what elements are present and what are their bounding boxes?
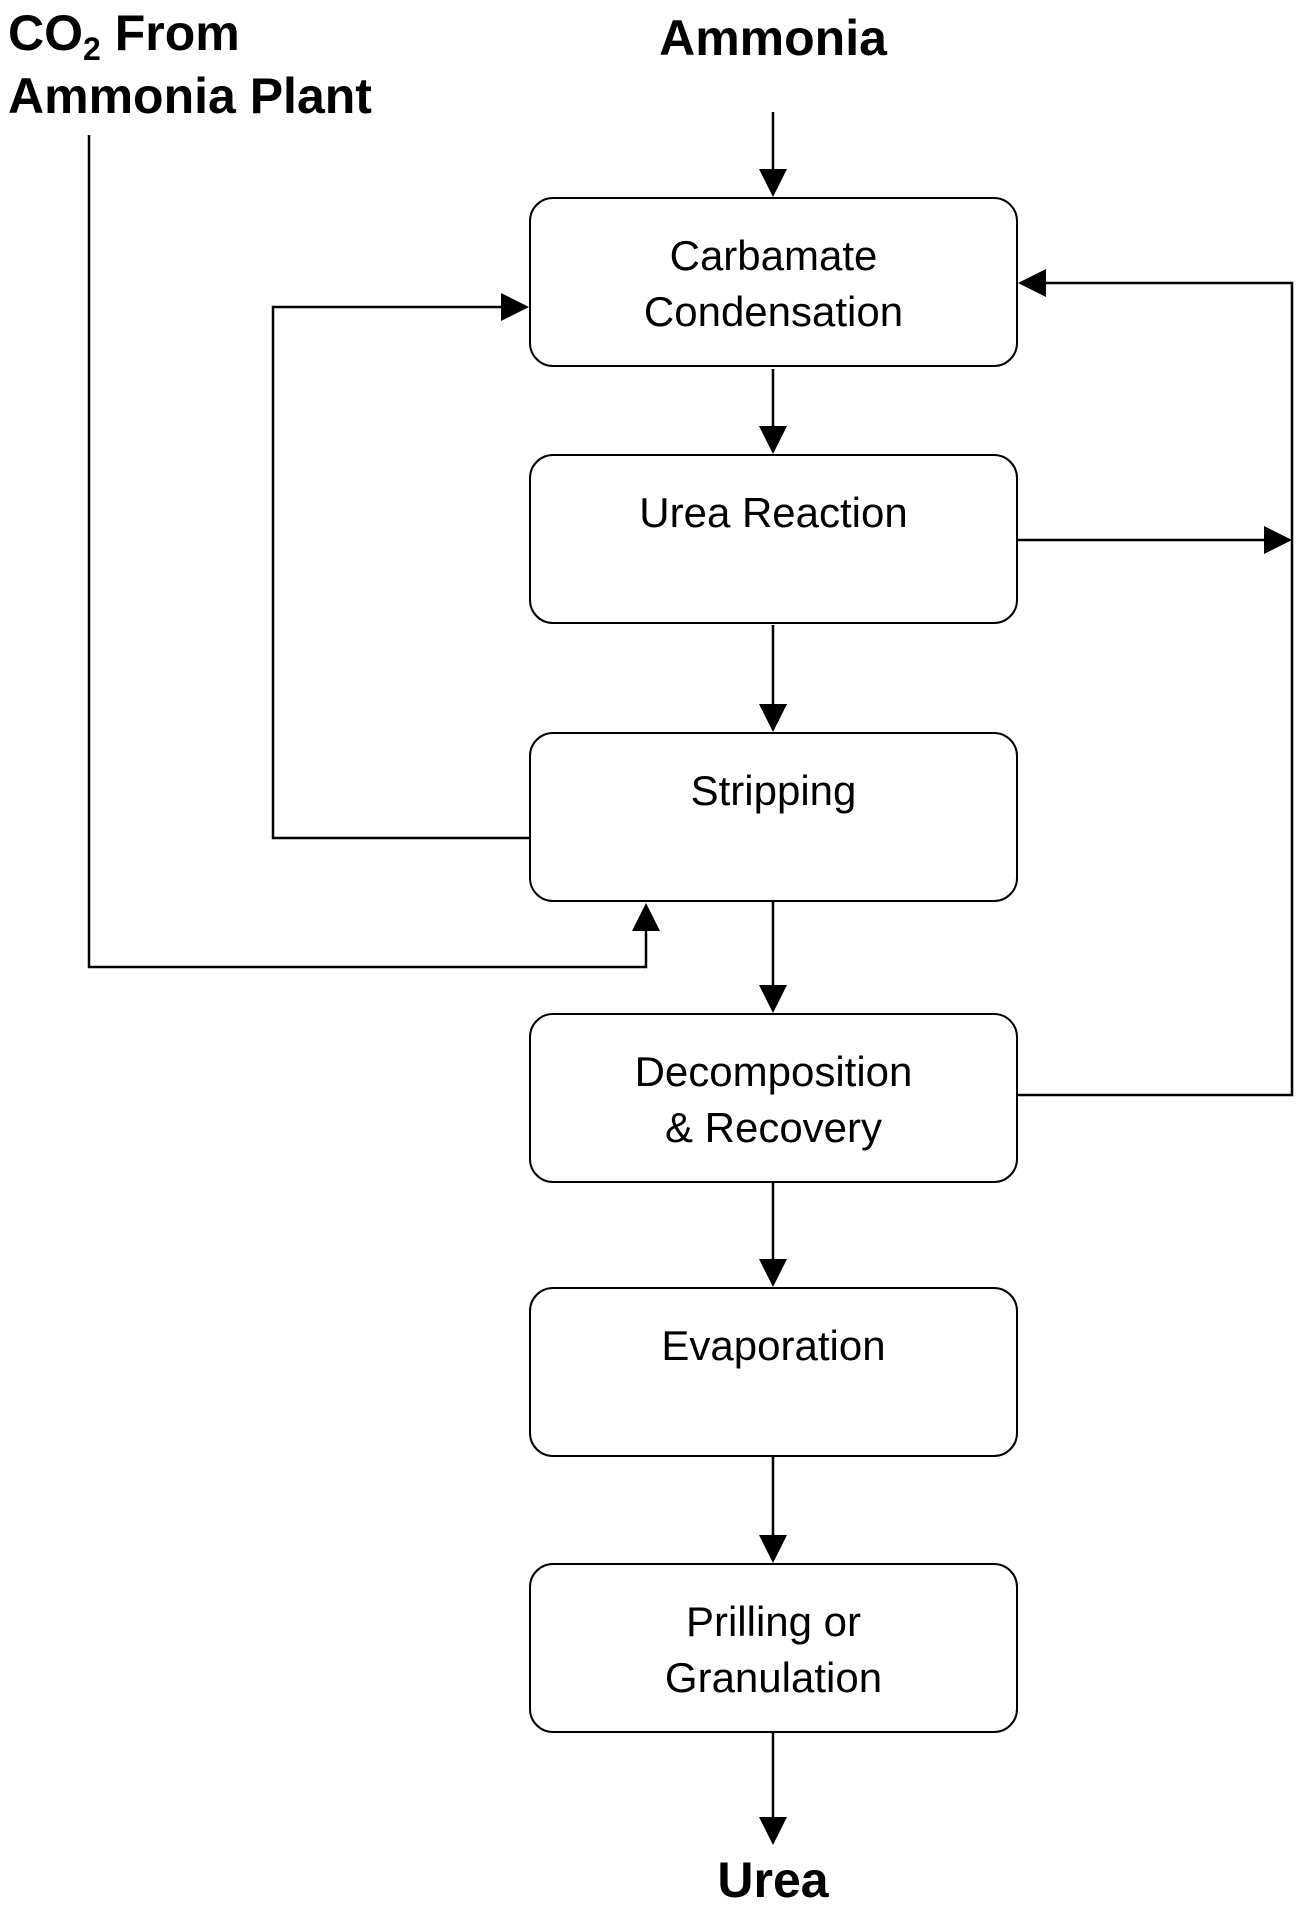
box-label-line: & Recovery [664, 1104, 883, 1151]
box-label-line: Evaporation [661, 1322, 886, 1369]
label-co2-from-ammonia-plant: CO2 From Ammonia Plant [8, 2, 372, 128]
box-label-line: Prilling or [685, 1598, 862, 1645]
box-evaporation: Evaporation [529, 1287, 1018, 1457]
label-ammonia: Ammonia [659, 10, 887, 66]
arrow-decomposition-recycle-to-carbamate [1018, 269, 1294, 1097]
arrow-evaporation-to-prilling [759, 1457, 787, 1563]
arrow-decomposition-to-evaporation [759, 1182, 787, 1287]
box-urea-reaction: Urea Reaction [529, 454, 1018, 624]
arrow-carbamate-to-urea-reaction [759, 369, 787, 454]
box-label-line: Carbamate [669, 232, 878, 279]
arrow-urea-reaction-to-stripping [759, 625, 787, 732]
box-carbamate-condensation: Carbamate Condensation [529, 197, 1018, 367]
co2-subscript: 2 [83, 31, 101, 67]
box-label-line: Stripping [690, 767, 857, 814]
box-label-line: Urea Reaction [639, 489, 908, 536]
box-stripping: Stripping [529, 732, 1018, 902]
box-label-line: Decomposition [634, 1048, 913, 1095]
arrow-urea-reaction-to-recycle-line [1018, 526, 1292, 554]
co2-from-text: From [100, 5, 240, 61]
arrow-co2-feed-to-stripping [87, 135, 660, 969]
arrow-stripping-to-decomposition [759, 902, 787, 1013]
arrow-stripping-recycle-to-carbamate [271, 293, 529, 840]
co2-label-line1: CO2 From [8, 2, 372, 65]
arrow-prilling-to-urea [759, 1733, 787, 1845]
arrow-ammonia-in [759, 112, 787, 197]
co2-label-line2: Ammonia Plant [8, 68, 372, 124]
label-urea: Urea [717, 1852, 829, 1908]
co2-text: CO [8, 5, 83, 61]
box-label-line: Condensation [643, 288, 904, 335]
box-decomposition-recovery: Decomposition & Recovery [529, 1013, 1018, 1183]
box-prilling-granulation: Prilling or Granulation [529, 1563, 1018, 1733]
box-label-line: Granulation [664, 1654, 883, 1701]
